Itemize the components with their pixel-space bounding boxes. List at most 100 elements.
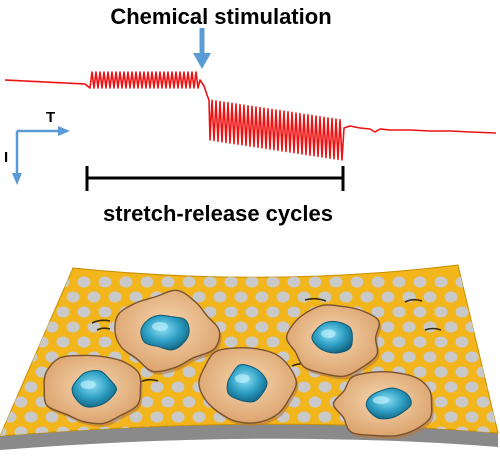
pore	[0, 306, 7, 318]
pore	[434, 366, 448, 378]
pore	[0, 336, 7, 348]
pore	[350, 276, 364, 288]
pore	[213, 291, 227, 303]
pore	[45, 351, 59, 363]
pore	[413, 336, 427, 348]
pore	[318, 381, 332, 393]
pore	[0, 276, 7, 288]
pore	[87, 291, 101, 303]
pore	[192, 291, 206, 303]
pore	[140, 396, 154, 408]
pore	[245, 336, 259, 348]
pore	[119, 276, 133, 288]
pore	[476, 306, 490, 318]
pore	[3, 291, 17, 303]
pore	[371, 306, 385, 318]
pore	[434, 396, 448, 408]
pore	[402, 321, 416, 333]
pore	[14, 276, 28, 288]
cell-nucleus	[140, 314, 190, 351]
pore	[24, 291, 38, 303]
pore	[486, 321, 498, 333]
axis-t-label: T	[46, 109, 55, 126]
cell	[285, 304, 382, 380]
stretch-release-label: stretch-release cycles	[103, 201, 333, 226]
pore	[45, 411, 59, 423]
pore	[318, 411, 332, 423]
pore	[3, 411, 17, 423]
pore	[45, 291, 59, 303]
pore	[66, 291, 80, 303]
pore	[402, 351, 416, 363]
pore	[339, 291, 353, 303]
pore	[423, 291, 437, 303]
pore	[392, 336, 406, 348]
pore	[24, 411, 38, 423]
pore	[266, 306, 280, 318]
cell	[43, 354, 143, 427]
pore	[455, 396, 469, 408]
pore	[329, 276, 343, 288]
pore	[486, 411, 498, 423]
pore	[392, 276, 406, 288]
pore	[444, 321, 458, 333]
crack-line	[424, 327, 442, 331]
pore	[77, 306, 91, 318]
pore	[444, 411, 458, 423]
pore	[182, 396, 196, 408]
cycles-bracket	[85, 166, 345, 191]
pore	[266, 336, 280, 348]
pore	[297, 291, 311, 303]
pore	[203, 276, 217, 288]
cell	[198, 346, 299, 427]
pore	[423, 351, 437, 363]
pore	[224, 306, 238, 318]
pore	[98, 306, 112, 318]
pore	[486, 291, 498, 303]
pore	[455, 306, 469, 318]
pore	[98, 276, 112, 288]
pore	[56, 306, 70, 318]
pore	[465, 351, 479, 363]
pore	[129, 411, 143, 423]
pore	[455, 336, 469, 348]
pore	[98, 336, 112, 348]
pore	[434, 276, 448, 288]
cell-nucleus	[226, 363, 268, 403]
pore	[255, 321, 269, 333]
pore	[150, 411, 164, 423]
crack-line	[304, 297, 327, 302]
nucleus-highlight	[234, 374, 250, 383]
pore	[66, 321, 80, 333]
pore	[455, 366, 469, 378]
pore	[224, 336, 238, 348]
cell-group	[43, 289, 434, 440]
pore	[308, 396, 322, 408]
pore	[392, 306, 406, 318]
stimulation-arrow-icon	[193, 28, 211, 69]
pore	[476, 336, 490, 348]
pore	[161, 276, 175, 288]
pore	[140, 276, 154, 288]
pore	[161, 396, 175, 408]
pore	[444, 291, 458, 303]
crack-line	[91, 319, 111, 324]
cell	[114, 289, 222, 375]
pore	[77, 336, 91, 348]
pore	[371, 276, 385, 288]
nucleus-highlight	[372, 396, 390, 405]
pore	[0, 366, 7, 378]
pore	[381, 291, 395, 303]
pore	[434, 306, 448, 318]
pore	[423, 321, 437, 333]
pore	[3, 321, 17, 333]
substrate-illustration	[0, 264, 499, 450]
time-axis-arrow-icon	[17, 126, 70, 136]
pore	[171, 381, 185, 393]
pore	[182, 276, 196, 288]
pore	[434, 336, 448, 348]
cell-nucleus	[71, 370, 118, 408]
pore	[35, 276, 49, 288]
pore	[14, 306, 28, 318]
